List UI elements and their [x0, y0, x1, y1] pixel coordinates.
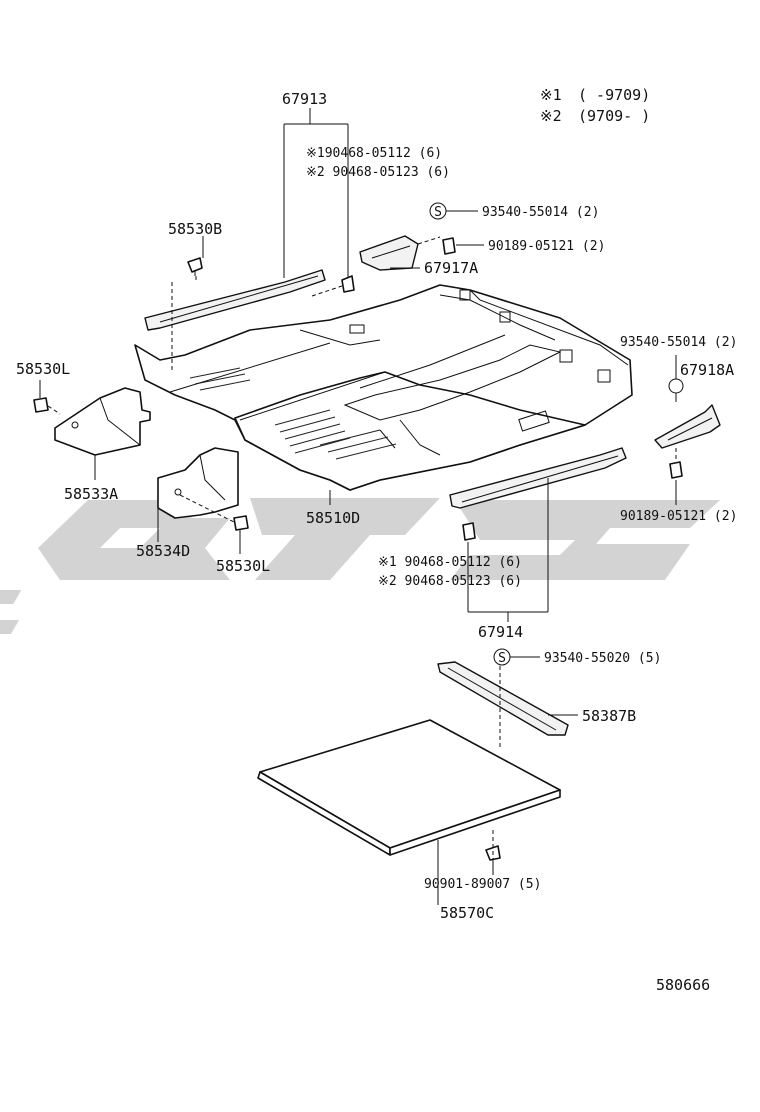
legend-note2-range: (9709- ) [578, 107, 650, 125]
screw-icon-lower: S [493, 648, 511, 666]
label-93540-55014-right: 93540-55014 (2) [620, 335, 737, 350]
clip-58530B [187, 257, 203, 276]
clip-58530L-bottom [233, 515, 249, 531]
label-90189-05121-upper: 90189-05121 (2) [488, 239, 605, 254]
clip-90189-upper [442, 237, 456, 255]
diagram-id: 580666 [656, 976, 710, 994]
label-58510D: 58510D [306, 509, 360, 527]
label-67918A: 67918A [680, 361, 734, 379]
bracket-67917A [359, 235, 419, 271]
clip-90468-upper [341, 275, 355, 293]
label-58530L-left: 58530L [16, 360, 70, 378]
label-67913-spec2: ※2 90468-05123 (6) [306, 165, 450, 180]
label-67913: 67913 [282, 90, 327, 108]
label-67914-spec1: ※1 90468-05112 (6) [378, 555, 522, 570]
leader-lines [39, 108, 677, 905]
label-67914-spec2: ※2 90468-05123 (6) [378, 574, 522, 589]
floor-pan-58510D [134, 284, 633, 491]
label-58387B: 58387B [582, 707, 636, 725]
label-58533A: 58533A [64, 485, 118, 503]
screw-icon-upper: S [429, 202, 447, 220]
label-58534D: 58534D [136, 542, 190, 560]
label-67913-spec1: ※190468-05112 (6) [306, 146, 442, 161]
sill-67913 [144, 269, 326, 331]
label-67914: 67914 [478, 623, 523, 641]
label-58530L-bottom: 58530L [216, 557, 270, 575]
cover-58533A [54, 387, 151, 456]
clip-90189-right [669, 461, 683, 479]
clip-58530L-left [33, 397, 49, 413]
screw-icon-right [668, 378, 684, 394]
label-93540-55020: 93540-55020 (5) [544, 651, 661, 666]
legend-note1-range: ( -9709) [578, 86, 650, 104]
clip-90468-lower [462, 522, 476, 541]
legend-note1-mark: ※1 [540, 86, 562, 104]
label-58570C: 58570C [440, 904, 494, 922]
label-90189-05121-right: 90189-05121 (2) [620, 509, 737, 524]
watermark-logo [0, 498, 720, 634]
strip-58387B [437, 661, 569, 736]
bracket-67918A [654, 404, 721, 449]
label-93540-55014-upper: 93540-55014 (2) [482, 205, 599, 220]
label-58530B: 58530B [168, 220, 222, 238]
sill-67914 [449, 447, 627, 509]
legend-note2-mark: ※2 [540, 107, 562, 125]
label-67917A: 67917A [424, 259, 478, 277]
cover-58534D [157, 447, 239, 519]
mat-58570C [257, 719, 561, 856]
label-90901-89007: 90901-89007 (5) [424, 877, 541, 892]
svg-text:S: S [434, 205, 442, 220]
legend: ※1 ( -9709) ※2 (9709- ) [540, 86, 650, 125]
svg-text:S: S [498, 651, 506, 666]
